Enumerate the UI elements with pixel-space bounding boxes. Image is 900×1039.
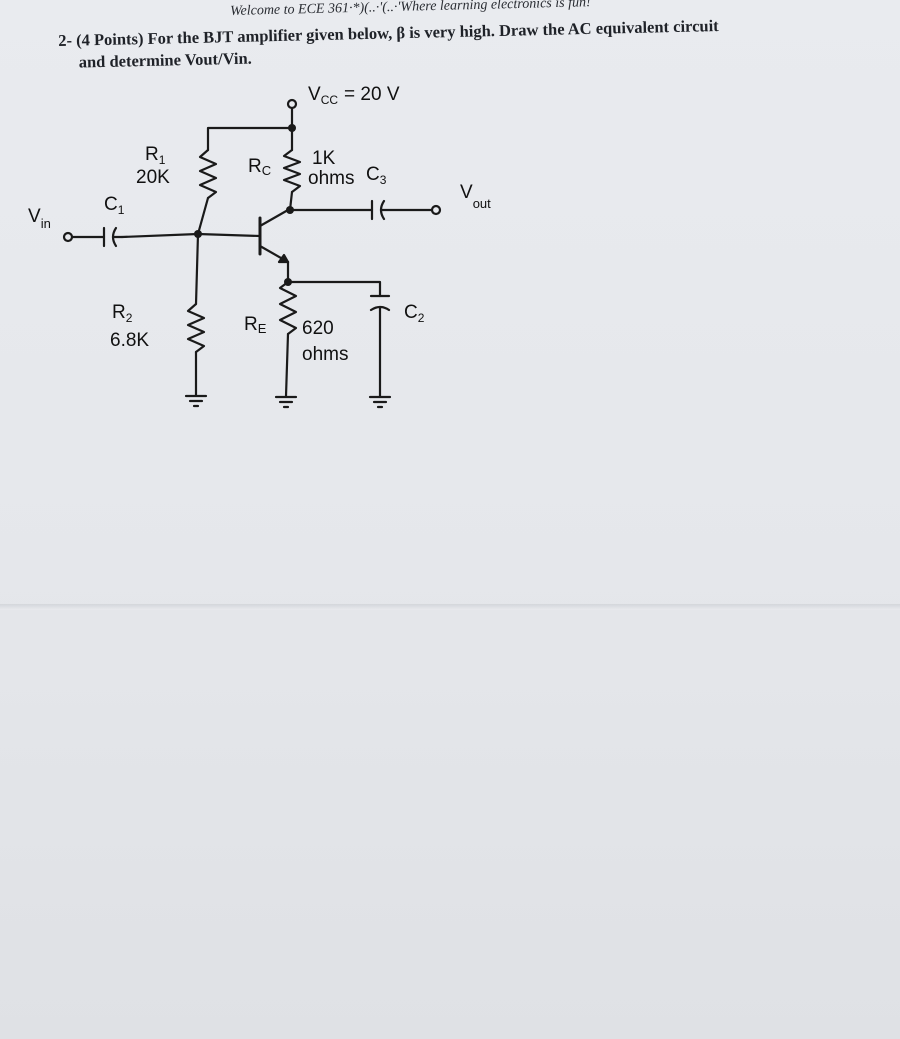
rc-value-2: ohms: [308, 168, 354, 189]
bjt-collector-lead: [258, 208, 290, 228]
re-ground-icon: [274, 395, 298, 409]
r2-ground-icon: [184, 394, 208, 408]
top-rail-wire: [206, 126, 294, 152]
c1-label: C1: [104, 194, 125, 217]
emitter-node-dot: [284, 278, 292, 286]
vout-terminal: [430, 204, 442, 216]
r2-resistor: [186, 302, 206, 354]
r1-resistor: [198, 148, 218, 200]
c2-label: C2: [404, 302, 425, 325]
rc-value-1: 1K: [312, 148, 336, 169]
base-wire: [196, 232, 262, 238]
collector-node-dot: [286, 206, 294, 214]
re-label: RE: [244, 314, 267, 336]
vin-label: Vin: [28, 206, 51, 231]
vin-terminal: [62, 231, 74, 243]
r1-to-base-wire: [196, 196, 210, 236]
r1-label: R1: [145, 144, 166, 167]
re-ground-wire: [284, 332, 290, 398]
c1-to-base-wire: [120, 232, 200, 239]
paper-fold: [0, 604, 900, 610]
vcc-terminal: [286, 98, 298, 110]
re-value-2: ohms: [302, 344, 348, 365]
vcc-node-dot: [288, 124, 296, 132]
re-resistor: [278, 280, 298, 336]
r2-label: R2: [112, 302, 133, 325]
re-value-1: 620: [302, 318, 334, 339]
rc-resistor: [282, 148, 302, 194]
base-node-dot: [194, 230, 202, 238]
r2-value: 6.8K: [110, 330, 149, 351]
base-to-r2-wire: [194, 232, 200, 306]
rc-label: RC: [248, 156, 271, 178]
emitter-to-c2-wire: [286, 280, 382, 298]
vcc-label: VCC= 20 V: [308, 84, 400, 107]
c2-ground-icon: [368, 395, 392, 409]
vout-label: Vout: [460, 182, 491, 211]
c3-label: C3: [366, 164, 387, 187]
bjt-emitter-arrow: [277, 253, 290, 264]
r1-value: 20K: [136, 167, 170, 188]
